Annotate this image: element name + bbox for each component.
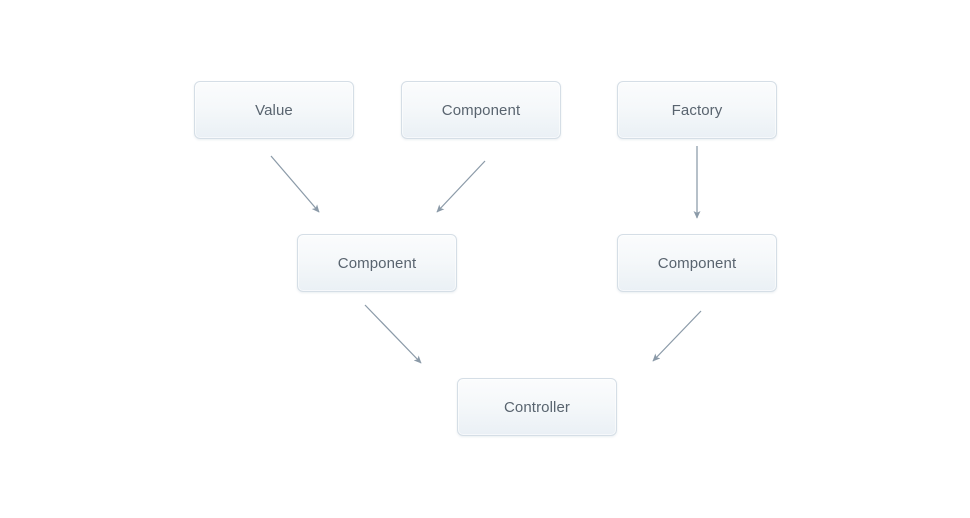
node-label: Component	[657, 254, 737, 272]
arrow-component-a-to-component-b	[436, 160, 486, 213]
arrow-component-b-to-controller	[364, 304, 422, 364]
node-value[interactable]: Value	[194, 81, 354, 139]
node-label: Value	[255, 101, 293, 119]
node-label: Factory	[671, 101, 723, 119]
node-label: Controller	[503, 398, 571, 416]
node-component-a[interactable]: Component	[401, 81, 561, 139]
node-component-c[interactable]: Component	[617, 234, 777, 292]
node-factory[interactable]: Factory	[617, 81, 777, 139]
arrow-component-c-to-controller	[652, 310, 702, 362]
node-controller[interactable]: Controller	[457, 378, 617, 436]
node-component-b[interactable]: Component	[297, 234, 457, 292]
node-label: Component	[441, 101, 521, 119]
node-label: Component	[337, 254, 417, 272]
arrow-value-to-component-b	[270, 155, 320, 213]
